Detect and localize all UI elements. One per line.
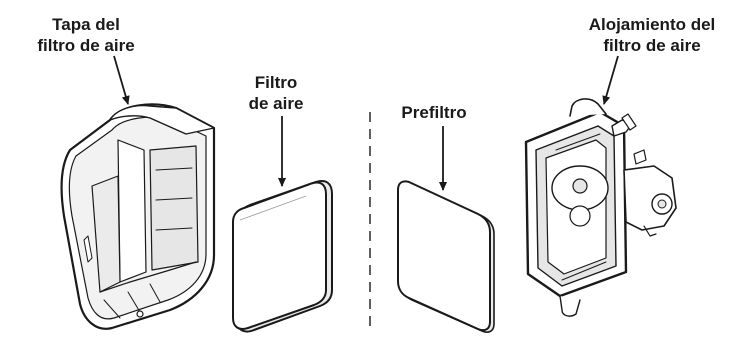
air-filter-cover-label: Tapa del filtro de aire xyxy=(18,14,154,56)
air-filter-cover-label-line-2: filtro de aire xyxy=(37,36,135,55)
leader-arrows xyxy=(113,55,619,191)
air-filter-cover-label-line-1: Tapa del xyxy=(52,15,120,34)
air-filter-label-line-2: de aire xyxy=(248,94,304,113)
air-filter-label: Filtro de aire xyxy=(234,72,318,114)
air-filter-housing-label: Alojamiento del filtro de aire xyxy=(572,14,732,56)
prefilter-label: Prefiltro xyxy=(401,103,467,122)
air-filter xyxy=(232,180,333,333)
air-filter-housing-label-line-1: Alojamiento del xyxy=(588,15,716,34)
prefilter xyxy=(397,180,495,333)
cover-arrow xyxy=(113,55,130,105)
air-filter-cover xyxy=(60,103,216,330)
air-filter-label-line-1: Filtro xyxy=(254,73,298,92)
housing-arrow xyxy=(602,55,619,105)
air-filter-housing-label-line-2: filtro de aire xyxy=(603,36,701,55)
air-filter-housing xyxy=(524,98,677,317)
